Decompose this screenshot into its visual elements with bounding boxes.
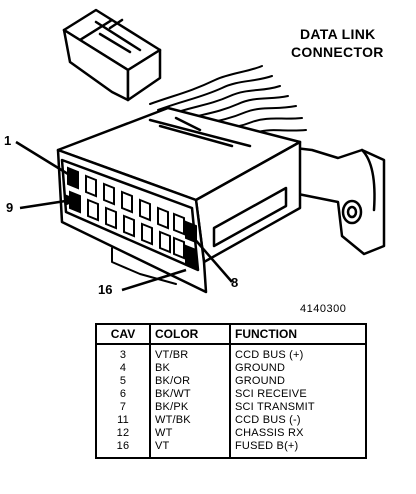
cav-cell: 12 <box>95 427 151 440</box>
color-cell: WT <box>149 427 231 440</box>
color-cell: BK/WT <box>149 388 231 401</box>
table-row: 4 BK GROUND <box>95 362 367 375</box>
table-row: 6 BK/WT SCI RECEIVE <box>95 388 367 401</box>
pinout-table-header: CAV COLOR FUNCTION <box>95 323 367 345</box>
callout-pin-9: 9 <box>6 200 14 215</box>
leader-pin-8 <box>191 235 233 283</box>
function-cell: CCD BUS (+) <box>229 344 367 362</box>
function-cell: CHASSIS RX <box>229 427 367 440</box>
function-cell: FUSED B(+) <box>229 440 367 459</box>
pinout-table: CAV COLOR FUNCTION 3 VT/BR CCD BUS (+) 4… <box>95 323 367 459</box>
header-function: FUNCTION <box>229 323 367 345</box>
function-cell: GROUND <box>229 375 367 388</box>
callout-leaders <box>15 140 233 292</box>
leader-pin-9 <box>19 198 73 210</box>
connector-latch <box>62 8 162 102</box>
table-row: 16 VT FUSED B(+) <box>95 440 367 459</box>
connector-illustration <box>15 8 386 294</box>
cav-cell: 7 <box>95 401 151 414</box>
table-row: 7 BK/PK SCI TRANSMIT <box>95 401 367 414</box>
leader-pin-1 <box>15 140 69 176</box>
header-color: COLOR <box>149 323 231 345</box>
callout-pin-8: 8 <box>231 275 239 290</box>
cav-cell: 6 <box>95 388 151 401</box>
mounting-bracket <box>276 144 386 256</box>
cav-cell: 3 <box>95 344 151 362</box>
color-cell: BK <box>149 362 231 375</box>
cav-cell: 4 <box>95 362 151 375</box>
leader-pin-16 <box>121 268 187 292</box>
callout-pin-16: 16 <box>98 282 113 297</box>
table-row: 11 WT/BK CCD BUS (-) <box>95 414 367 427</box>
diagram-title-line-1: DATA LINK <box>300 26 376 42</box>
table-row: 3 VT/BR CCD BUS (+) <box>95 344 367 362</box>
cav-cell: 16 <box>95 440 151 459</box>
pin-cavities <box>67 166 197 270</box>
cav-cell: 5 <box>95 375 151 388</box>
table-row: 5 BK/OR GROUND <box>95 375 367 388</box>
callout-pin-1: 1 <box>4 133 12 148</box>
table-row: 12 WT CHASSIS RX <box>95 427 367 440</box>
color-cell: WT/BK <box>149 414 231 427</box>
function-cell: SCI TRANSMIT <box>229 401 367 414</box>
color-cell: BK/OR <box>149 375 231 388</box>
function-cell: SCI RECEIVE <box>229 388 367 401</box>
function-cell: GROUND <box>229 362 367 375</box>
diagram-title-line-2: CONNECTOR <box>291 44 384 60</box>
header-cav: CAV <box>95 323 151 345</box>
color-cell: BK/PK <box>149 401 231 414</box>
color-cell: VT <box>149 440 231 459</box>
figure-code: 4140300 <box>300 303 347 315</box>
cav-cell: 11 <box>95 414 151 427</box>
function-cell: CCD BUS (-) <box>229 414 367 427</box>
color-cell: VT/BR <box>149 344 231 362</box>
